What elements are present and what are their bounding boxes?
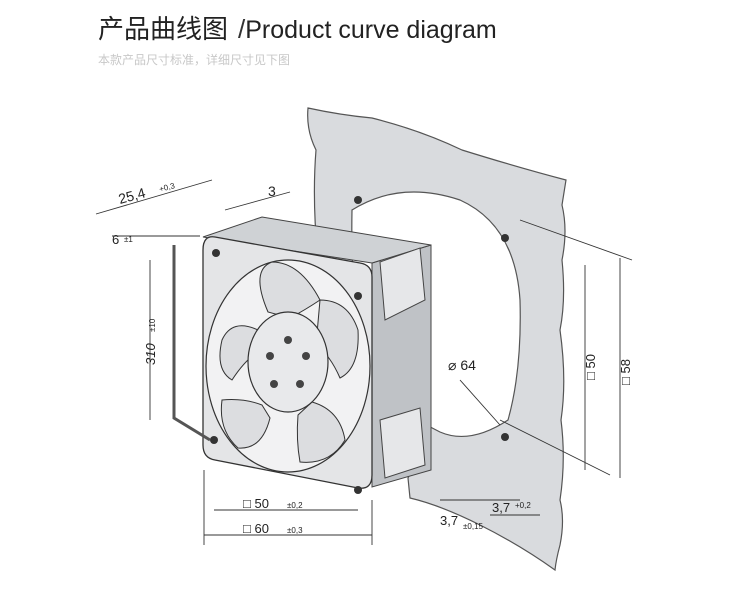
dim-diameter: ⌀ 64 — [448, 357, 476, 373]
dim-hole2: 3,7 — [440, 513, 458, 528]
dimension-lines — [95, 179, 633, 545]
frame-hole-tl — [212, 249, 220, 257]
dim-sq60-bottom: □ 60 — [243, 521, 269, 536]
frame-hole-bl — [210, 436, 218, 444]
page-subtitle: 本款产品尺寸标准，详细尺寸见下图 — [98, 53, 291, 67]
dim-hole2-tol: ±0,15 — [463, 522, 484, 531]
fan-strut-top — [379, 247, 426, 321]
page-title: 产品曲线图 /Product curve diagram — [98, 12, 497, 47]
hub-holes — [266, 336, 310, 388]
fan-strut-bottom — [379, 407, 426, 479]
title-cn: 产品曲线图 — [98, 14, 229, 44]
fan-cable — [172, 245, 211, 442]
dim-depth-tol: +0,3 — [158, 181, 176, 194]
panel-hole-br — [501, 433, 509, 441]
frame-hole-tr — [354, 292, 362, 300]
dim-three: 3 — [268, 183, 276, 199]
dim-cable: 310 — [143, 343, 158, 365]
dim-sq58-right: □ 58 — [618, 359, 633, 385]
frame-hole-br — [354, 486, 362, 494]
fan-blades — [219, 261, 359, 463]
dim-cable-tol: ±10 — [148, 318, 157, 332]
dim-six-tol: ±1 — [124, 235, 133, 244]
dim-sq50-bottom-tol: ±0,2 — [287, 501, 303, 510]
dim-sq60-bottom-tol: ±0,3 — [287, 526, 303, 535]
fan-top — [202, 216, 432, 264]
title-separator: / — [238, 14, 246, 44]
dim-hole1-tol: +0,2 — [515, 501, 531, 510]
dim-depth: 25,4 — [117, 184, 148, 207]
fan-hub — [247, 311, 329, 413]
header: 产品曲线图 /Product curve diagram 本款产品尺寸标准，详细尺… — [98, 12, 497, 68]
panel-hole-tl — [354, 196, 362, 204]
dim-six: 6 — [112, 232, 119, 247]
panel-hole-tr — [501, 234, 509, 242]
dim-sq50-right: □ 50 — [583, 354, 598, 380]
title-en: Product curve diagram — [245, 16, 497, 44]
dim-sq50-bottom: □ 50 — [243, 496, 269, 511]
dim-hole1: 3,7 — [492, 500, 510, 515]
